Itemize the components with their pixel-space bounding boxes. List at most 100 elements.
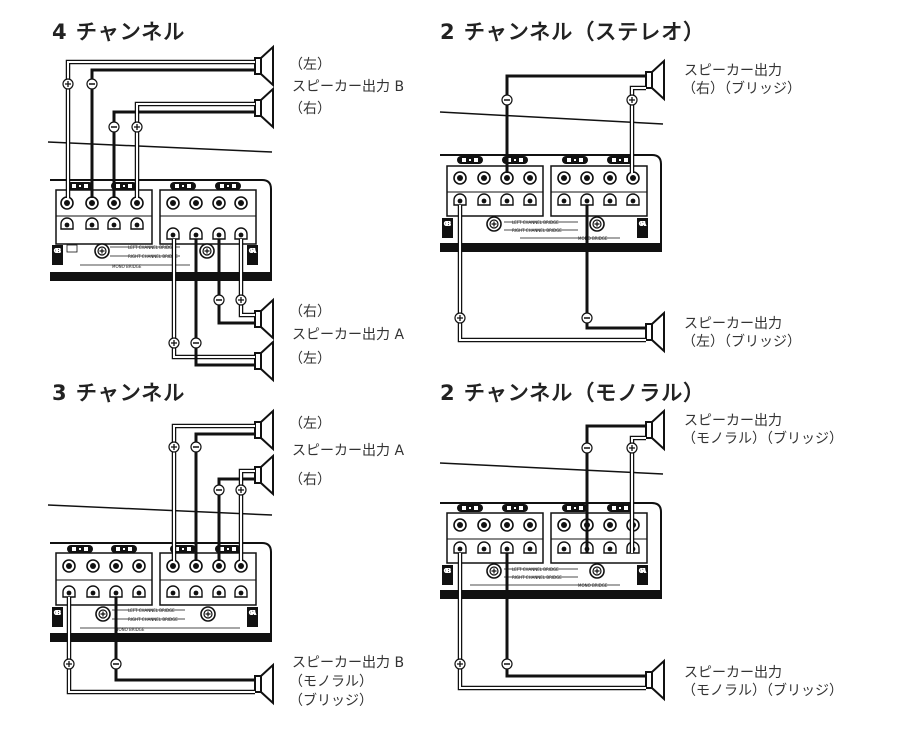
wire: [90, 68, 255, 198]
terminal-icon: [234, 227, 248, 240]
right-channel-bridge-label: RIGHT CHANNEL BRIDGE: [512, 575, 562, 580]
title-2ch-mono: 2 チャンネル（モノラル）: [440, 381, 706, 405]
minus-terminal-icon: [501, 94, 513, 106]
amp-stereo-case: [440, 154, 662, 246]
speaker-icon: [254, 455, 274, 495]
wire: [631, 87, 646, 173]
speaker-icon: [254, 88, 274, 128]
terminal-icon: [132, 559, 146, 573]
amp-3ch-base: [50, 633, 272, 642]
wire: [173, 239, 255, 358]
wire: [505, 74, 646, 173]
wire: [238, 468, 255, 561]
terminal-icon: [109, 559, 123, 573]
minus-terminal-icon: [581, 442, 593, 454]
terminal-icon: [234, 585, 248, 598]
speaker-icon: [645, 60, 665, 100]
terminal-icon: [189, 585, 203, 598]
ch-indicator-icon: [67, 545, 93, 553]
ch-indicator-icon: [170, 182, 196, 190]
terminal-icon: [453, 193, 467, 206]
diagram-3ch: LEFT CHANNEL BRIDGE RIGHT CHANNEL BRIDGE…: [47, 410, 274, 704]
terminal-icon: [580, 171, 594, 185]
terminal-icon: [453, 518, 467, 532]
ch-indicator-icon: [457, 156, 483, 164]
terminal-icon: [557, 518, 571, 532]
plus-terminal-icon: [454, 658, 466, 670]
terminal-icon: [500, 171, 514, 185]
label-3ch-b-bridge: （ブリッジ）: [289, 693, 373, 709]
terminal-icon: [132, 585, 146, 598]
label-mono-top-output: スピーカー出力: [684, 413, 782, 429]
ch-indicator-icon: [502, 504, 528, 512]
label-stereo-top-output: スピーカー出力: [684, 63, 782, 79]
ch-a-label: CH A: [249, 609, 258, 617]
speaker-icon: [254, 410, 274, 450]
plus-terminal-icon: [168, 441, 180, 453]
terminal-icon: [60, 196, 74, 210]
label-4ch-b-right: （右）: [289, 101, 331, 117]
wire: [585, 205, 646, 330]
left-channel-bridge-label: LEFT CHANNEL BRIDGE: [512, 220, 559, 225]
minus-terminal-icon: [213, 294, 225, 306]
ch-indicator-icon: [111, 545, 137, 553]
left-channel-bridge-label: LEFT CHANNEL BRIDGE: [128, 608, 175, 613]
mono-bridge-label: MONO BRIDGE: [578, 583, 608, 588]
ch-indicator-icon: [457, 504, 483, 512]
plus-terminal-icon: [235, 294, 247, 306]
terminal-icon: [500, 193, 514, 206]
terminal-icon: [626, 171, 640, 185]
terminal-icon: [86, 559, 100, 573]
diagram-2ch-mono: LEFT CHANNEL BRIDGE RIGHT CHANNEL BRIDGE…: [439, 410, 665, 700]
label-stereo-top-right-bridge: （右）（ブリッジ）: [682, 81, 801, 97]
ch-b-label: CH B: [444, 567, 452, 575]
minus-terminal-icon: [110, 658, 122, 670]
terminal-icon: [557, 541, 571, 554]
wire: [173, 425, 255, 561]
terminal-icon: [523, 518, 537, 532]
diagram-4ch: LEFT CHANNEL BRIDGE RIGHT CHANNEL BRIDGE…: [47, 46, 274, 381]
ch-a-label: CH A: [639, 567, 648, 575]
speaker-icon: [254, 46, 274, 86]
terminal-icon: [62, 585, 76, 598]
terminal-icon: [234, 559, 248, 573]
fuse-icon: [486, 216, 502, 232]
mono-bridge-label: MONO BRIDGE: [578, 236, 608, 241]
speaker-icon: [645, 312, 665, 352]
label-4ch-a-right: （右）: [289, 304, 331, 320]
terminal-icon: [109, 585, 123, 598]
terminal-icon: [523, 193, 537, 206]
wire: [194, 432, 255, 561]
minus-terminal-icon: [501, 658, 513, 670]
label-4ch-speaker-output-b: スピーカー出力 B: [292, 79, 405, 95]
wire: [217, 239, 255, 325]
label-4ch-a-left: （左）: [289, 351, 331, 367]
wire: [240, 239, 255, 316]
terminal-icon: [189, 227, 203, 240]
minus-terminal-icon: [108, 121, 120, 133]
terminal-icon: [85, 196, 99, 210]
ch-b-label: CH B: [54, 609, 62, 617]
plus-terminal-icon: [62, 78, 74, 90]
label-3ch-a-left: （左）: [289, 416, 331, 432]
terminal-icon: [603, 541, 617, 554]
ch-indicator-icon: [607, 504, 633, 512]
terminal-icon: [477, 193, 491, 206]
fuse-icon: [486, 563, 502, 579]
amp-mono-base: [440, 590, 662, 599]
label-3ch-a-right: （右）: [289, 472, 331, 488]
title-2ch-stereo: 2 チャンネル（ステレオ）: [440, 20, 706, 44]
terminal-icon: [453, 171, 467, 185]
speaker-icon: [645, 410, 665, 450]
terminal-icon: [603, 193, 617, 206]
plus-terminal-icon: [235, 484, 247, 496]
terminal-icon: [107, 196, 121, 210]
wire: [112, 110, 255, 198]
ch-a-badge: [247, 245, 258, 265]
terminal-icon: [500, 541, 514, 554]
terminal-icon: [107, 217, 121, 230]
ch-indicator-icon: [562, 156, 588, 164]
fuse-icon: [589, 216, 605, 232]
wire: [68, 597, 255, 693]
terminal-icon: [477, 171, 491, 185]
